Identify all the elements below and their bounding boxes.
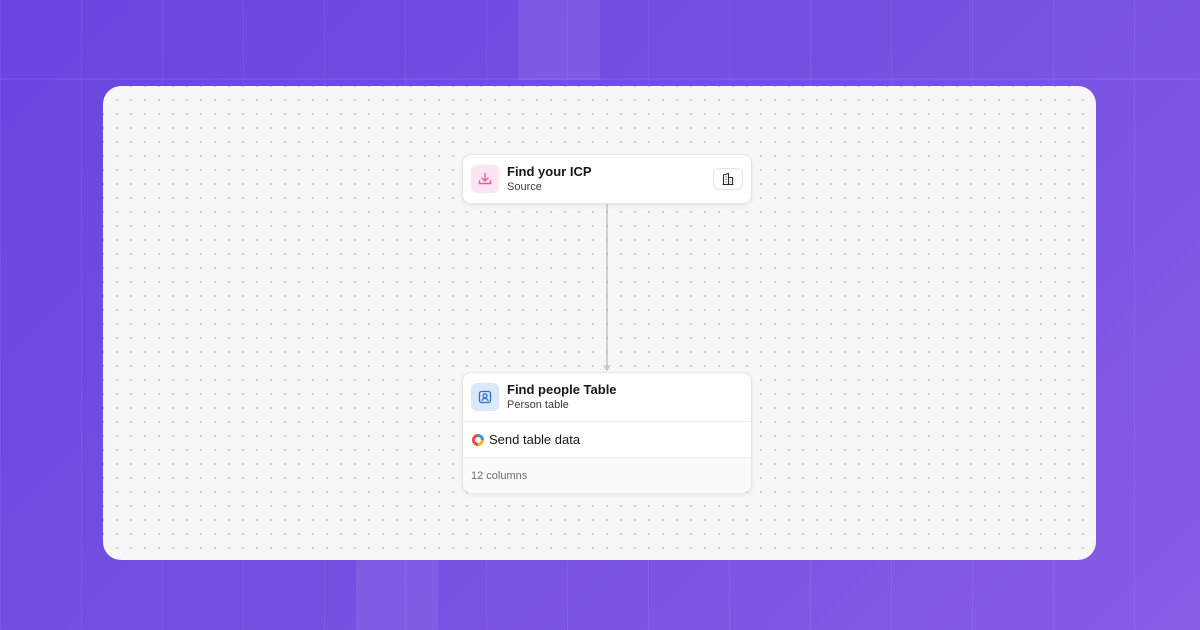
background-glow	[518, 0, 600, 80]
node-title: Find your ICP	[507, 164, 592, 179]
integration-logo-icon	[472, 433, 484, 446]
background-glow	[356, 560, 438, 630]
building-icon	[722, 172, 734, 186]
building-button[interactable]	[713, 168, 743, 190]
column-count: 12 columns	[471, 469, 528, 482]
action-label: Send table data	[489, 432, 581, 447]
download-icon	[471, 165, 499, 193]
source-node[interactable]: Find your ICP Source	[462, 154, 752, 204]
send-table-data-action[interactable]: Send table data	[463, 421, 751, 457]
background-band	[0, 78, 1200, 80]
node-subtitle: Person table	[507, 399, 569, 411]
table-node[interactable]: Find people Table Person table Send tabl…	[462, 372, 752, 493]
flow-canvas[interactable]: Find your ICP Source Find people T	[103, 86, 1096, 560]
node-subtitle: Source	[507, 181, 542, 193]
person-card-icon	[471, 383, 499, 411]
node-title: Find people Table	[507, 382, 617, 397]
columns-footer: 12 columns	[463, 457, 751, 493]
